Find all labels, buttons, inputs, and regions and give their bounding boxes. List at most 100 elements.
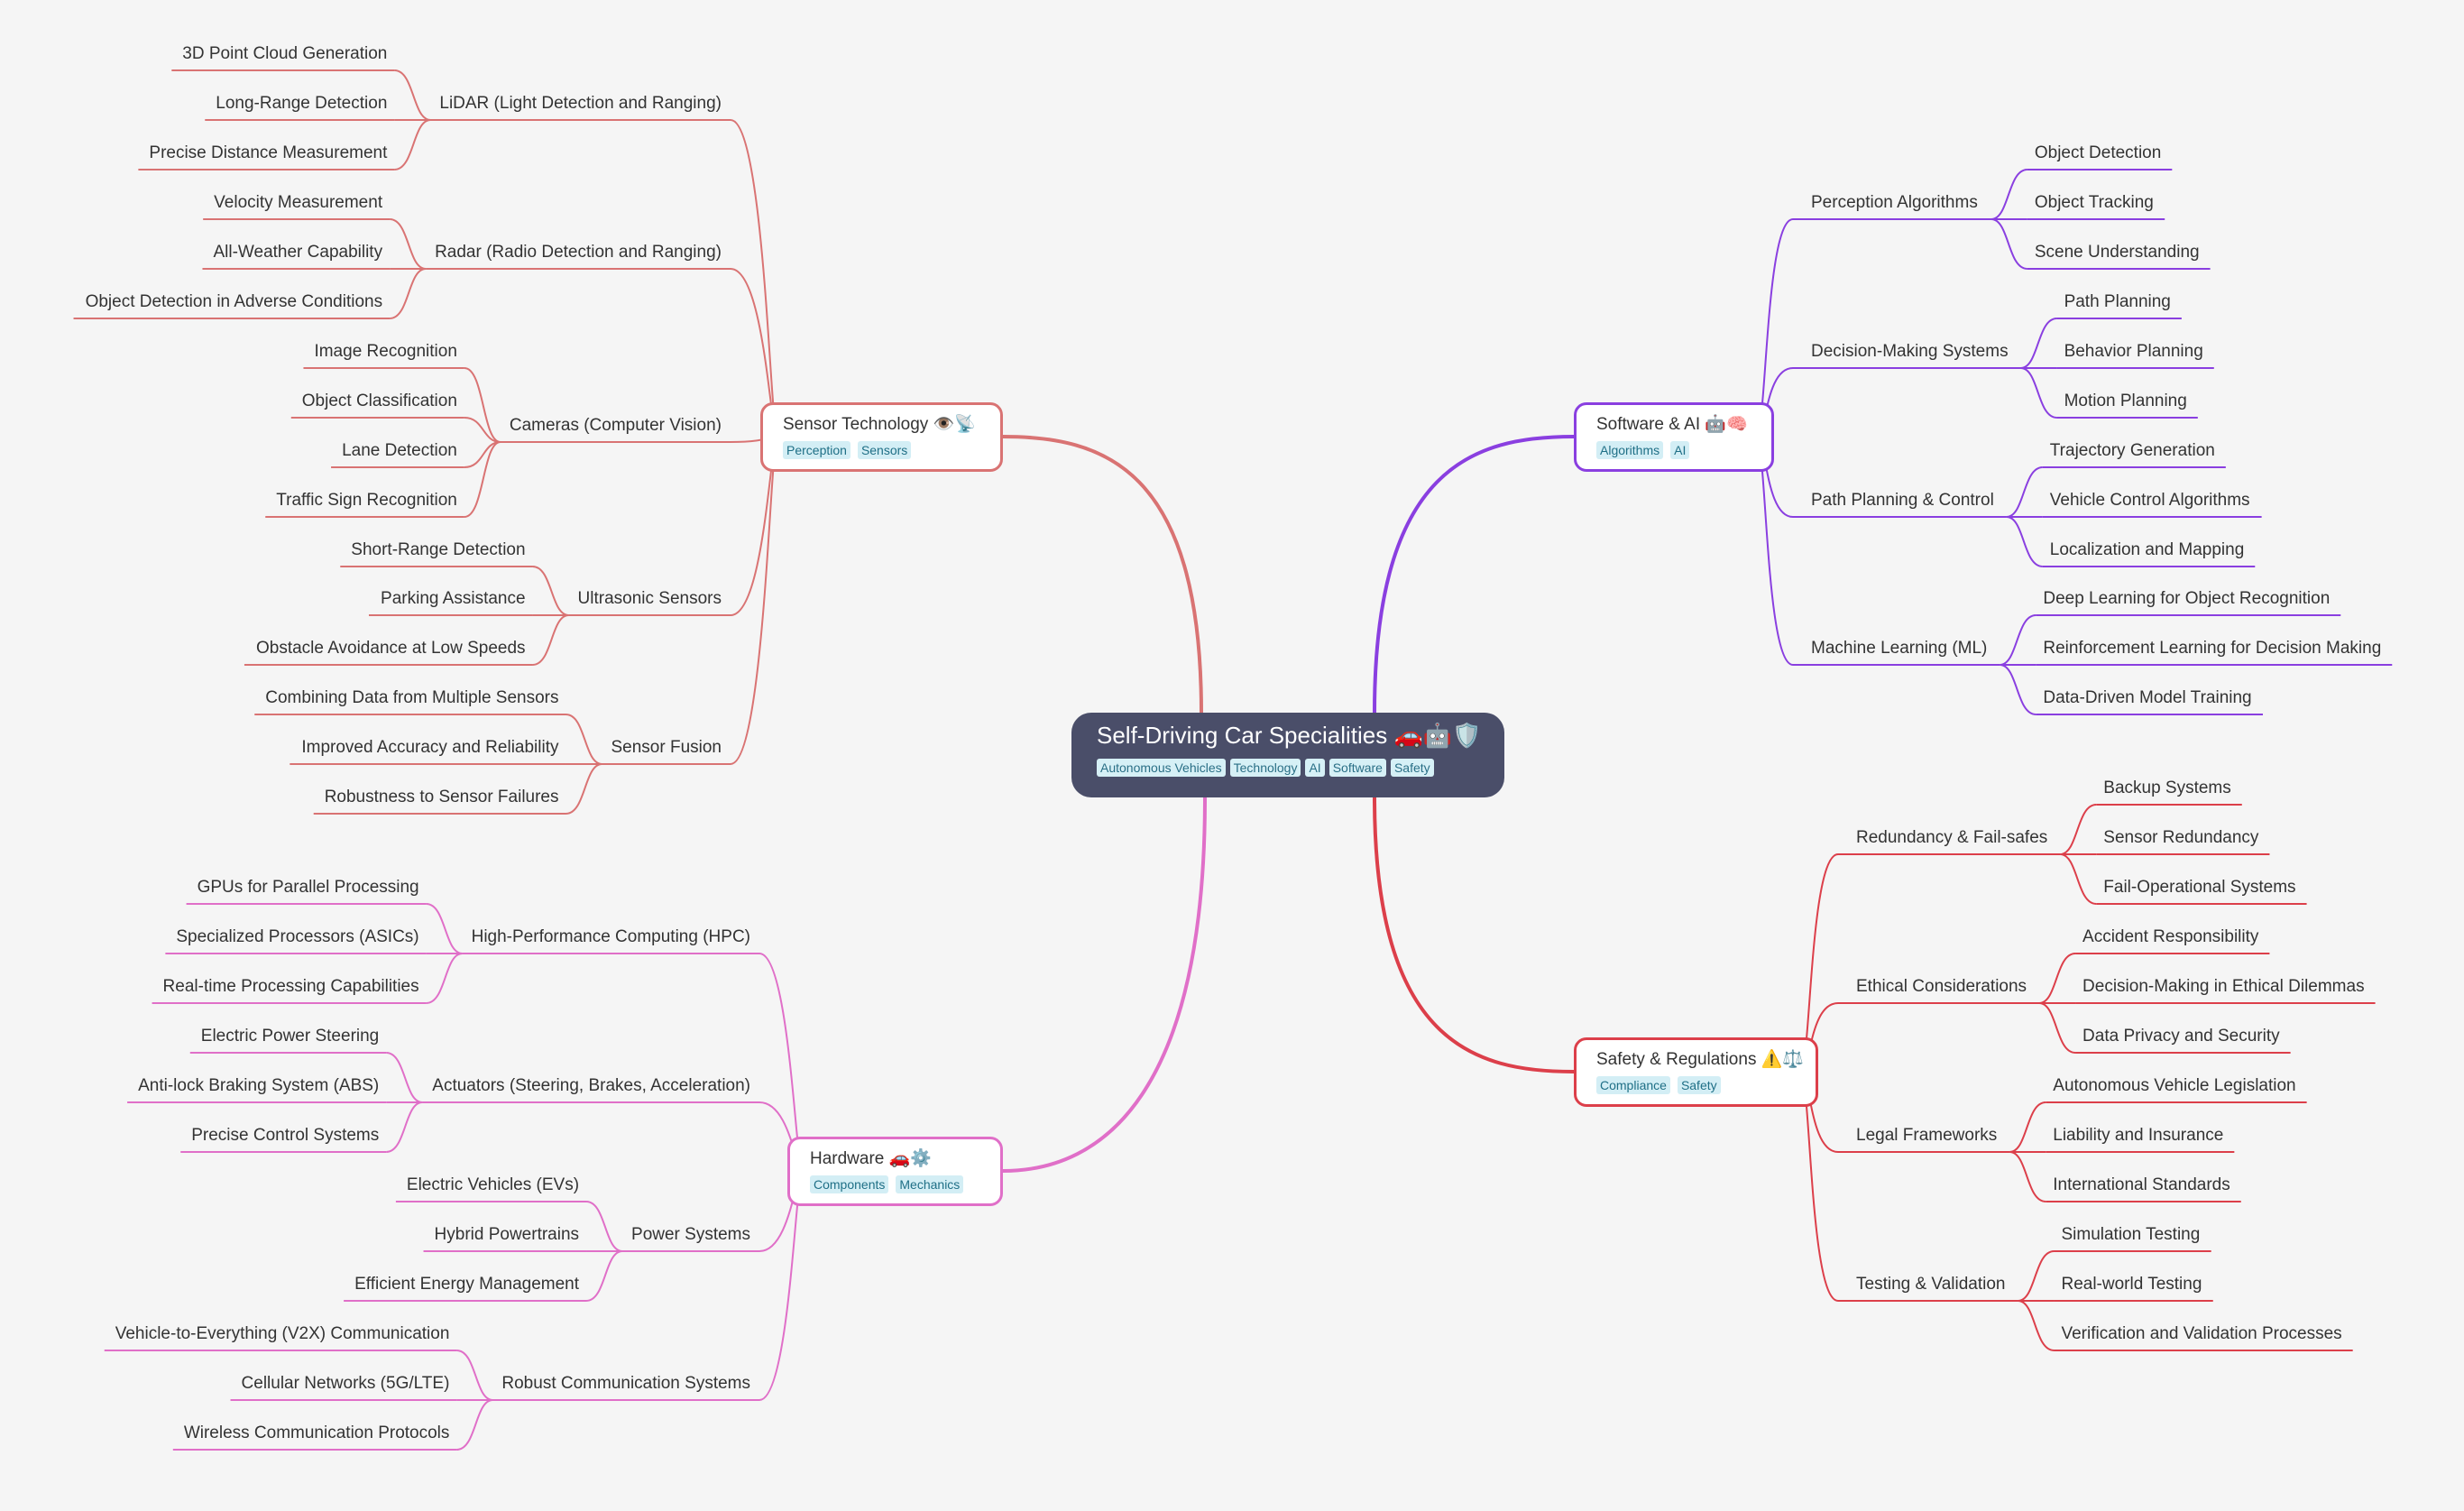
leaf-behavior-planning[interactable]: Behavior Planning: [2064, 342, 2203, 361]
leaf-gpus-for-parallel-processing[interactable]: GPUs for Parallel Processing: [197, 878, 419, 897]
leaf-connector: [1991, 218, 2028, 270]
subtopic-machine-learning-ml[interactable]: Machine Learning (ML): [1811, 639, 1988, 658]
subtopic-sensor-fusion[interactable]: Sensor Fusion: [611, 738, 722, 757]
topic-tag: Components: [810, 1175, 889, 1193]
leaf-fail-operational-systems[interactable]: Fail-Operational Systems: [2103, 878, 2296, 897]
subtopic-testing-validation[interactable]: Testing & Validation: [1856, 1275, 2006, 1294]
topic-title: Hardware 🚗⚙️: [810, 1149, 932, 1168]
subtopic-power-systems[interactable]: Power Systems: [631, 1225, 750, 1244]
leaf-trajectory-generation[interactable]: Trajectory Generation: [2049, 441, 2215, 460]
leaf-object-tracking[interactable]: Object Tracking: [2034, 193, 2154, 212]
subtopic-redundancy-fail-safes[interactable]: Redundancy & Fail-safes: [1856, 828, 2048, 847]
leaf-connector: [565, 714, 602, 765]
leaf-connector: [585, 1201, 623, 1252]
topic-hardware[interactable]: Hardware 🚗⚙️ Components Mechanics: [787, 1137, 1003, 1206]
subtopic-connector: [730, 436, 778, 765]
subtopic-legal-frameworks[interactable]: Legal Frameworks: [1856, 1126, 1998, 1145]
leaf-autonomous-vehicle-legislation[interactable]: Autonomous Vehicle Legislation: [2053, 1076, 2296, 1095]
subtopic-ethical-considerations[interactable]: Ethical Considerations: [1856, 977, 2027, 996]
leaf-deep-learning-for-object-recognition[interactable]: Deep Learning for Object Recognition: [2043, 589, 2331, 608]
leaf-sensor-redundancy[interactable]: Sensor Redundancy: [2103, 828, 2259, 847]
leaf-localization-and-mapping[interactable]: Localization and Mapping: [2049, 540, 2245, 559]
leaf-hybrid-powertrains[interactable]: Hybrid Powertrains: [434, 1225, 580, 1244]
central-connector: [1002, 435, 1203, 714]
leaf-all-weather-capability[interactable]: All-Weather Capability: [213, 243, 383, 262]
topic-software-ai[interactable]: Software & AI 🤖🧠 Algorithms AI: [1574, 402, 1774, 472]
leaf-long-range-detection[interactable]: Long-Range Detection: [216, 94, 388, 113]
leaf-connector: [2060, 853, 2097, 905]
leaf-object-detection[interactable]: Object Detection: [2034, 143, 2162, 162]
leaf-parking-assistance[interactable]: Parking Assistance: [381, 589, 526, 608]
leaf-simulation-testing[interactable]: Simulation Testing: [2061, 1225, 2201, 1244]
leaf-backup-systems[interactable]: Backup Systems: [2103, 779, 2231, 797]
leaf-anti-lock-braking-system-abs[interactable]: Anti-lock Braking System (ABS): [138, 1076, 380, 1095]
central-tag: Safety: [1390, 759, 1434, 777]
leaf-connector: [2006, 516, 2043, 567]
leaf-vehicle-control-algorithms[interactable]: Vehicle Control Algorithms: [2049, 491, 2250, 510]
leaf-precise-distance-measurement[interactable]: Precise Distance Measurement: [149, 143, 388, 162]
leaf-efficient-energy-management[interactable]: Efficient Energy Management: [354, 1275, 580, 1294]
leaf-data-driven-model-training[interactable]: Data-Driven Model Training: [2043, 688, 2252, 707]
leaf-3d-point-cloud-generation[interactable]: 3D Point Cloud Generation: [182, 44, 388, 63]
subtopic-connector: [730, 119, 778, 438]
subtopic-actuators-steering-brakes-acceleration[interactable]: Actuators (Steering, Brakes, Acceleratio…: [432, 1076, 750, 1095]
central-topic[interactable]: Self-Driving Car Specialities 🚗🤖🛡️ Auton…: [1071, 713, 1504, 797]
leaf-precise-control-systems[interactable]: Precise Control Systems: [191, 1126, 380, 1145]
subtopic-radar-radio-detection-and-ranging[interactable]: Radar (Radio Detection and Ranging): [435, 243, 722, 262]
subtopic-ultrasonic-sensors[interactable]: Ultrasonic Sensors: [577, 589, 722, 608]
topic-tag: Perception: [783, 441, 850, 459]
leaf-traffic-sign-recognition[interactable]: Traffic Sign Recognition: [276, 491, 457, 510]
leaf-motion-planning[interactable]: Motion Planning: [2064, 392, 2187, 410]
leaf-reinforcement-learning-for-decision-making[interactable]: Reinforcement Learning for Decision Maki…: [2043, 639, 2382, 658]
leaf-electric-power-steering[interactable]: Electric Power Steering: [200, 1027, 380, 1046]
leaf-image-recognition[interactable]: Image Recognition: [314, 342, 457, 361]
leaf-improved-accuracy-and-reliability[interactable]: Improved Accuracy and Reliability: [301, 738, 559, 757]
topic-tag: Algorithms: [1596, 441, 1664, 459]
leaf-short-range-detection[interactable]: Short-Range Detection: [351, 540, 526, 559]
leaf-robustness-to-sensor-failures[interactable]: Robustness to Sensor Failures: [324, 788, 559, 806]
leaf-liability-and-insurance[interactable]: Liability and Insurance: [2053, 1126, 2224, 1145]
subtopic-cameras-computer-vision[interactable]: Cameras (Computer Vision): [509, 416, 722, 435]
leaf-connector: [2000, 664, 2036, 715]
subtopic-lidar-light-detection-and-ranging[interactable]: LiDAR (Light Detection and Ranging): [439, 94, 722, 113]
leaf-combining-data-from-multiple-sensors[interactable]: Combining Data from Multiple Sensors: [265, 688, 559, 707]
leaf-decision-making-in-ethical-dilemmas[interactable]: Decision-Making in Ethical Dilemmas: [2082, 977, 2365, 996]
topic-title: Software & AI 🤖🧠: [1596, 415, 1748, 434]
leaf-connector: [2018, 1300, 2055, 1351]
topic-tag: Safety: [1677, 1076, 1721, 1094]
leaf-electric-vehicles-evs[interactable]: Electric Vehicles (EVs): [406, 1175, 580, 1194]
leaf-specialized-processors-asics[interactable]: Specialized Processors (ASICs): [176, 927, 419, 946]
leaf-connector: [386, 1101, 423, 1153]
subtopic-high-performance-computing-hpc[interactable]: High-Performance Computing (HPC): [471, 927, 750, 946]
leaf-cellular-networks-5g-lte[interactable]: Cellular Networks (5G/LTE): [241, 1374, 450, 1393]
topic-tag: Mechanics: [896, 1175, 964, 1193]
leaf-wireless-communication-protocols[interactable]: Wireless Communication Protocols: [183, 1423, 450, 1442]
topic-tag: Sensors: [857, 441, 912, 459]
leaf-velocity-measurement[interactable]: Velocity Measurement: [214, 193, 383, 212]
leaf-international-standards[interactable]: International Standards: [2053, 1175, 2230, 1194]
leaf-lane-detection[interactable]: Lane Detection: [342, 441, 457, 460]
leaf-real-time-processing-capabilities[interactable]: Real-time Processing Capabilities: [162, 977, 419, 996]
leaf-object-detection-in-adverse-conditions[interactable]: Object Detection in Adverse Conditions: [85, 292, 383, 311]
central-tag: Autonomous Vehicles: [1097, 759, 1226, 777]
leaf-connector: [394, 119, 431, 170]
leaf-connector: [2038, 1002, 2076, 1054]
subtopic-path-planning-control[interactable]: Path Planning & Control: [1811, 491, 1994, 510]
leaf-object-classification[interactable]: Object Classification: [301, 392, 457, 410]
leaf-path-planning[interactable]: Path Planning: [2064, 292, 2171, 311]
leaf-obstacle-avoidance-at-low-speeds[interactable]: Obstacle Avoidance at Low Speeds: [255, 639, 526, 658]
leaf-real-world-testing[interactable]: Real-world Testing: [2061, 1275, 2202, 1294]
subtopic-decision-making-systems[interactable]: Decision-Making Systems: [1811, 342, 2009, 361]
leaf-accident-responsibility[interactable]: Accident Responsibility: [2082, 927, 2259, 946]
topic-tag: AI: [1670, 441, 1690, 459]
leaf-scene-understanding[interactable]: Scene Understanding: [2034, 243, 2200, 262]
leaf-vehicle-to-everything-v2x-communication[interactable]: Vehicle-to-Everything (V2X) Communicatio…: [115, 1324, 450, 1343]
subtopic-perception-algorithms[interactable]: Perception Algorithms: [1811, 193, 1978, 212]
subtopic-robust-communication-systems[interactable]: Robust Communication Systems: [501, 1374, 750, 1393]
leaf-data-privacy-and-security[interactable]: Data Privacy and Security: [2082, 1027, 2280, 1046]
leaf-verification-and-validation-processes[interactable]: Verification and Validation Processes: [2061, 1324, 2342, 1343]
leaf-connector: [2020, 318, 2057, 369]
